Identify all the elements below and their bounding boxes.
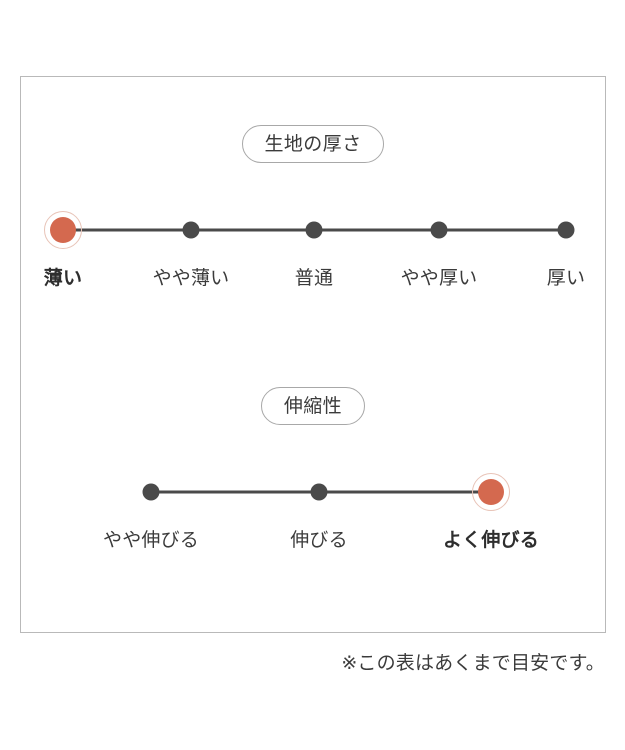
dot-icon <box>142 483 160 501</box>
scale-label-stretch-0: やや伸びる <box>103 529 199 551</box>
scale-stretch <box>21 469 605 515</box>
section-title-stretch: 伸縮性 <box>260 387 366 425</box>
selected-ring-icon <box>472 473 510 511</box>
section-title-thickness: 生地の厚さ <box>241 125 385 163</box>
dot-icon <box>430 221 448 239</box>
badge-row-stretch: 伸縮性 <box>21 387 605 425</box>
section-thickness: 生地の厚さ 薄い やや薄い 普通 やや厚い 厚い <box>21 125 605 295</box>
selected-dot-icon <box>478 479 504 505</box>
dot-icon <box>305 221 323 239</box>
attributes-card: 生地の厚さ 薄い やや薄い 普通 やや厚い 厚い 伸縮性 やや伸びる 伸びる よく伸びる <box>20 76 606 633</box>
scale-label-thickness-4: 厚い <box>546 267 586 289</box>
scale-label-stretch-1: 伸びる <box>290 529 348 551</box>
scale-thickness <box>21 207 605 253</box>
scale-labels-stretch: やや伸びる 伸びる よく伸びる <box>21 523 605 557</box>
dot-icon <box>182 221 200 239</box>
footnote: ※この表はあくまで目安です。 <box>341 652 605 674</box>
scale-label-thickness-2: 普通 <box>294 267 334 289</box>
selected-dot-icon <box>50 217 76 243</box>
dot-icon <box>557 221 575 239</box>
selected-ring-icon <box>44 211 82 249</box>
scale-label-thickness-0: 薄い <box>43 267 83 289</box>
scale-label-thickness-1: やや薄い <box>152 267 230 289</box>
badge-row-thickness: 生地の厚さ <box>21 125 605 163</box>
dot-icon <box>310 483 328 501</box>
scale-label-stretch-2: よく伸びる <box>443 529 539 551</box>
section-stretch: 伸縮性 やや伸びる 伸びる よく伸びる <box>21 387 605 557</box>
scale-label-thickness-3: やや厚い <box>400 267 478 289</box>
scale-labels-thickness: 薄い やや薄い 普通 やや厚い 厚い <box>21 261 605 295</box>
